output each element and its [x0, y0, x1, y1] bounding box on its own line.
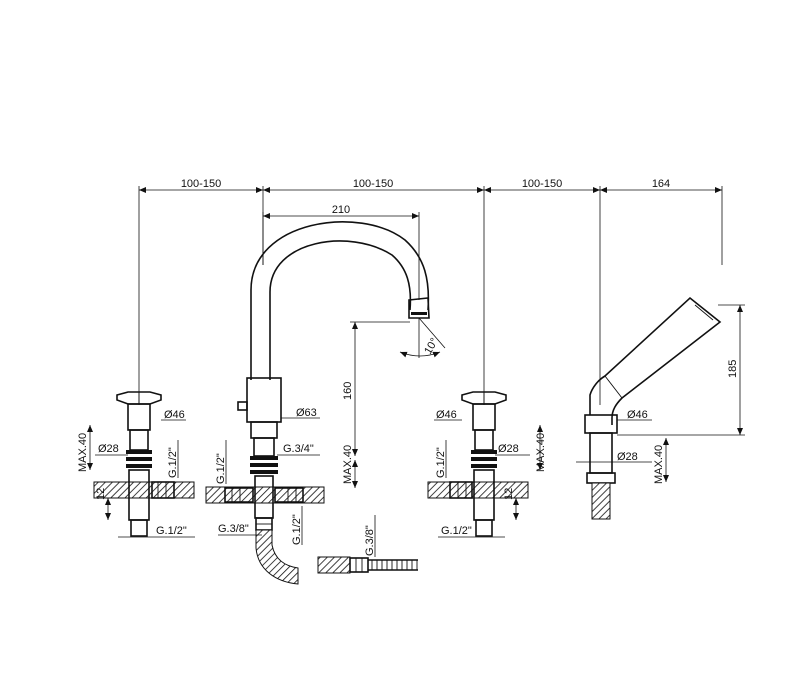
spacing-3-label: 100-150	[522, 178, 562, 190]
shower-diameter-label: Ø46	[627, 409, 648, 421]
spout-max-label: MAX.40	[342, 445, 354, 484]
spout-angle-label: 10°	[422, 336, 441, 356]
spout-outlet-thread: G.3/8"	[218, 523, 249, 535]
spacing-2-label: 100-150	[353, 178, 393, 190]
left-valve-thread: G.1/2"	[167, 447, 179, 478]
spacing-1-label: 100-150	[181, 178, 221, 190]
shower-max-label: MAX.40	[653, 445, 665, 484]
spout-inlet-left: G.1/2"	[215, 453, 227, 484]
right-valve-diameter: Ø46	[436, 409, 457, 421]
left-valve: Ø46 Ø28 MAX.40 G.1/2" 12 G.1/2"	[77, 391, 195, 538]
right-valve-inlet: G.1/2"	[441, 525, 472, 537]
spout: 210 160 MAX.40 10° Ø63 G.3/4" G.1/2" G.3…	[205, 204, 446, 585]
left-valve-inlet: G.1/2"	[156, 525, 187, 537]
hand-shower: 185 Ø46 Ø28 MAX.40	[576, 296, 745, 520]
left-valve-diameter: Ø46	[164, 409, 185, 421]
hose-thread-label: G.3/8"	[364, 525, 376, 556]
right-valve-shank: Ø28	[498, 443, 519, 455]
spout-base-diameter: Ø63	[296, 407, 317, 419]
shower-offset-label: 164	[652, 178, 670, 190]
right-valve: Ø46 Ø28 MAX.40 G.1/2" 12 G.1/2"	[427, 391, 547, 538]
shower-shank-label: Ø28	[617, 451, 638, 463]
hose-connector: G.3/8"	[317, 515, 418, 574]
left-valve-max: MAX.40	[77, 433, 89, 472]
spout-reach-label: 210	[332, 204, 350, 216]
top-dimension-chain: 100-150 100-150 100-150 164	[138, 178, 723, 405]
shower-height-label: 185	[727, 360, 739, 378]
left-valve-depth: 12	[95, 488, 107, 500]
spout-outlet-right: G.1/2"	[291, 514, 303, 545]
spout-height-label: 160	[342, 382, 354, 400]
right-valve-depth: 12	[503, 488, 515, 500]
right-valve-thread: G.1/2"	[435, 447, 447, 478]
left-valve-shank: Ø28	[98, 443, 119, 455]
right-valve-max: MAX.40	[535, 433, 547, 472]
spout-thread-label: G.3/4"	[283, 443, 314, 455]
